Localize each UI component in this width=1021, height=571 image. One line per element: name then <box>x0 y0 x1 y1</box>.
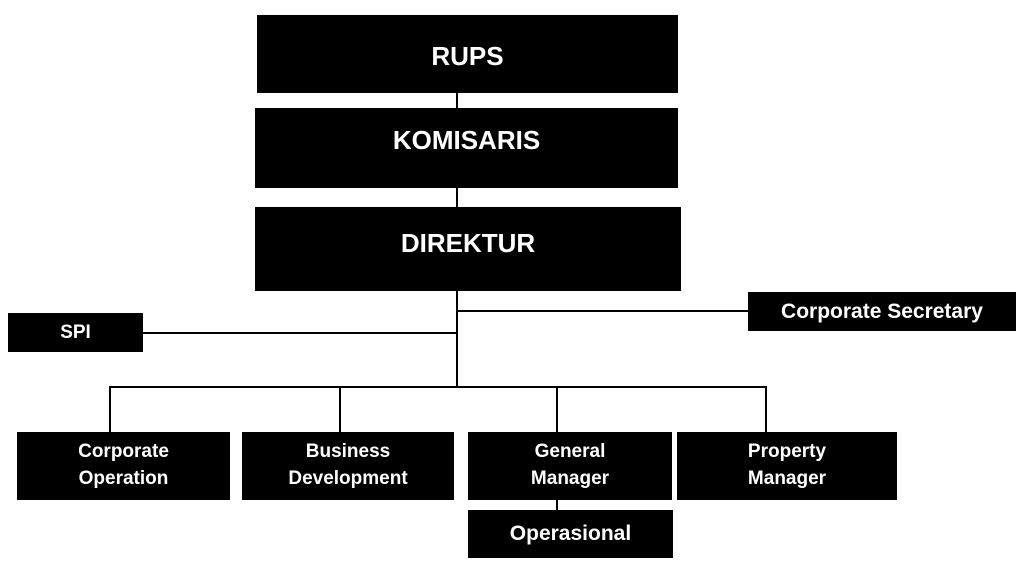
connector-drop-general-manager <box>556 386 558 432</box>
node-corporate-secretary: Corporate Secretary <box>748 292 1016 331</box>
node-operasional: Operasional <box>468 510 673 558</box>
node-general-manager-label: General Manager <box>530 441 610 489</box>
node-corporate-secretary-label: Corporate Secretary <box>781 299 983 323</box>
node-property-manager-label: Property Manager <box>747 441 827 489</box>
connector-drop-property-manager <box>765 386 767 432</box>
node-business-development: Business Development <box>242 432 454 500</box>
connector-drop-business-development <box>339 386 341 432</box>
node-komisaris-label: KOMISARIS <box>392 124 541 155</box>
node-direktur: DIREKTUR <box>255 207 681 291</box>
node-business-development-label: Business Development <box>288 441 408 489</box>
node-spi: SPI <box>8 313 143 352</box>
connector-spi-branch <box>143 332 457 334</box>
node-spi-label: SPI <box>60 321 91 343</box>
connector-general-manager-operasional <box>556 500 558 510</box>
connector-drop-corporate-operation <box>109 386 111 432</box>
node-rups-label: RUPS <box>431 40 504 71</box>
connector-corporate-secretary-branch <box>457 310 748 312</box>
node-general-manager: General Manager <box>468 432 672 500</box>
node-property-manager: Property Manager <box>677 432 897 500</box>
node-direktur-label: DIREKTUR <box>400 227 536 258</box>
node-corporate-operation: Corporate Operation <box>17 432 230 500</box>
connector-direktur-spine <box>456 291 458 388</box>
connector-komisaris-direktur <box>456 188 458 208</box>
connector-rups-komisaris <box>456 93 458 109</box>
node-rups: RUPS <box>257 15 678 93</box>
node-operasional-label: Operasional <box>509 522 632 545</box>
node-komisaris: KOMISARIS <box>255 108 678 188</box>
connector-department-distribution <box>109 386 767 388</box>
node-corporate-operation-label: Corporate Operation <box>78 441 169 489</box>
